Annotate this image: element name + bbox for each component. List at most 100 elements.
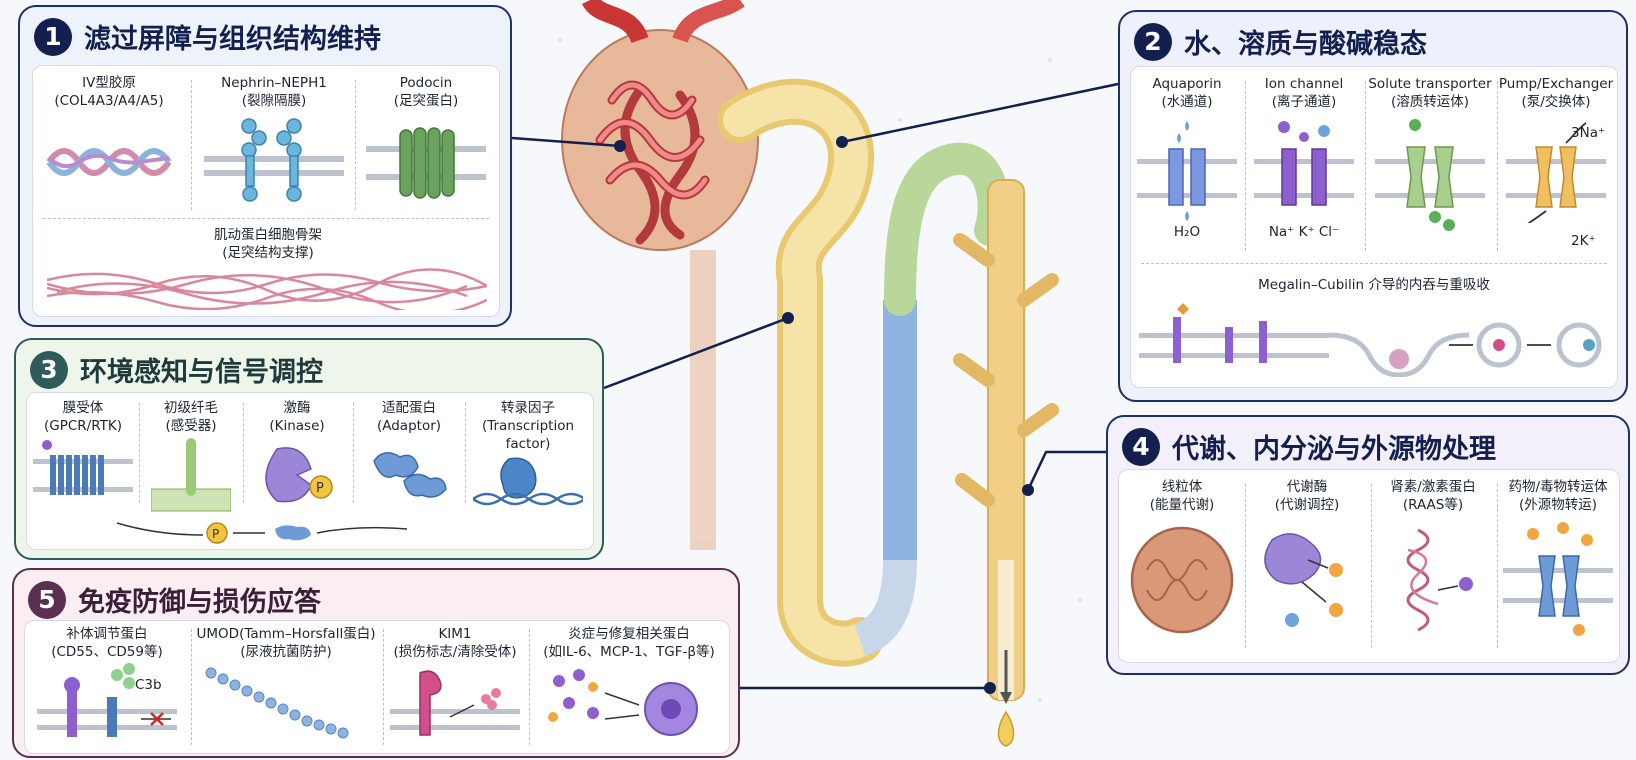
actin-sub: (足突结构支撑) — [222, 245, 314, 261]
pump-k-label: 2K⁺ — [1571, 233, 1596, 249]
gpcr-receptor-icon — [33, 440, 133, 495]
mitochondria-icon — [1130, 526, 1234, 634]
urine-drop — [997, 710, 1015, 747]
panel-5-content: 补体调节蛋白 (CD55、CD59等) C3b UMOD(Tamm–Horsfa… — [24, 620, 730, 754]
drug-transporter-sub: (外源物转运) — [1518, 497, 1598, 513]
panel-2-title: 2 水、溶质与酸碱稳态 — [1134, 22, 1427, 61]
primary-cilium-icon — [151, 438, 231, 512]
solute-transporter-item: Solute transporter (溶质转运体) — [1365, 75, 1495, 233]
primary-cilium-item: 初级纤毛 (感受器) — [141, 399, 241, 517]
podocin-protein-icon — [366, 127, 486, 199]
adaptor-name: 适配蛋白 — [382, 400, 436, 416]
panel-3-number: 3 — [30, 350, 68, 389]
primary-cilium-sub: (感受器) — [165, 418, 217, 434]
drug-transporter-name: 药物/毒物转运体 — [1508, 479, 1608, 495]
panel-1-title: 1 滤过屏障与组织结构维持 — [34, 17, 381, 56]
panel-metabolism-endocrine: 4 代谢、内分泌与外源物处理 线粒体 (能量代谢) 代谢酶 (代谢调控) 肾素/… — [1106, 415, 1630, 675]
nephrin-name: Nephrin–NEPH1 — [221, 75, 327, 91]
pump-exchanger-name: Pump/Exchanger — [1498, 76, 1614, 92]
renin-protein-icon — [1406, 528, 1473, 632]
aquaporin-name: Aquaporin — [1152, 76, 1222, 92]
panel-2-number: 2 — [1134, 22, 1172, 61]
umod-name: UMOD(Tamm–Horsfall蛋白) — [196, 626, 376, 642]
panel-4-content: 线粒体 (能量代谢) 代谢酶 (代谢调控) 肾素/激素蛋白 (RAAS等) — [1118, 469, 1620, 663]
panel-water-solute-homeostasis: 2 水、溶质与酸碱稳态 Aquaporin (水通道) H₂O Ion chan… — [1118, 10, 1628, 402]
pump-exchanger-item: Pump/Exchanger (泵/交换体) — [1497, 75, 1615, 223]
kim1-sub: (损伤标志/清除受体) — [393, 644, 517, 660]
complement-regulator-name: 补体调节蛋白 — [66, 626, 148, 642]
umod-sub: (尿液抗菌防护) — [240, 644, 332, 660]
nephrin-item: Nephrin–NEPH1 (裂隙隔膜) — [199, 74, 349, 206]
panel-5-number: 5 — [28, 580, 66, 619]
metabolic-enzyme-name: 代谢酶 — [1286, 479, 1328, 495]
connector-2 — [841, 82, 1119, 144]
nephrin-protein-icon — [204, 118, 344, 202]
inflammation-repair-sub: (如IL-6、MCP-1、TGF-β等) — [543, 644, 715, 660]
panel-3-title: 3 环境感知与信号调控 — [30, 350, 323, 389]
panel-5-title: 5 免疫防御与损伤应答 — [28, 580, 321, 619]
aquaporin-note: H₂O — [1173, 224, 1201, 240]
mitochondria-item: 线粒体 (能量代谢) — [1123, 478, 1241, 640]
umod-polymer-icon — [205, 667, 349, 739]
connector-3 — [603, 316, 789, 390]
cascade-p-label: P — [212, 527, 219, 541]
endocytosis-diagram — [1139, 303, 1602, 377]
aquaporin-item: Aquaporin (水通道) H₂O — [1133, 75, 1241, 241]
nephrin-sub: (裂隙隔膜) — [241, 93, 307, 109]
actin-item: 肌动蛋白细胞骨架 (足突结构支撑) — [183, 226, 353, 262]
ion-channel-item: Ion channel (离子通道) Na⁺ K⁺ Cl⁻ — [1247, 75, 1361, 241]
panel-1-heading: 滤过屏障与组织结构维持 — [84, 24, 381, 55]
pump-exchanger-sub: (泵/交换体) — [1521, 94, 1591, 110]
mitochondria-name: 线粒体 — [1161, 479, 1203, 495]
renin-hormone-sub: (RAAS等) — [1402, 497, 1464, 513]
loop-of-henle — [853, 300, 917, 657]
megalin-cubilin-label: Megalin–Cubilin 介导的内吞与重吸收 — [1258, 277, 1490, 293]
immune-cell-icon — [548, 669, 698, 736]
panel-3-content: 膜受体 (GPCR/RTK) 初级纤毛 (感受器) 激酶 (Kinase) — [26, 392, 594, 550]
ion-channel-icon — [1254, 121, 1354, 206]
ion-channel-name: Ion channel — [1264, 76, 1344, 92]
kim1-name: KIM1 — [438, 626, 472, 642]
metabolic-enzyme-sub: (代谢调控) — [1274, 497, 1340, 513]
mitochondria-sub: (能量代谢) — [1149, 497, 1215, 513]
transcription-factor-name: 转录因子 — [501, 400, 555, 416]
renin-hormone-item: 肾素/激素蛋白 (RAAS等) — [1373, 478, 1493, 640]
afferent-arteriole — [581, 0, 649, 44]
c3b-label: C3b — [135, 677, 162, 693]
panel-filtration-barrier: 1 滤过屏障与组织结构维持 IV型胶原 (COL4A3/A4/A5) Nephr… — [18, 5, 512, 327]
kinase-item: 激酶 (Kinase) P — [245, 399, 349, 509]
metabolic-enzyme-item: 代谢酶 (代谢调控) — [1247, 478, 1367, 640]
ion-channel-sub: (离子通道) — [1271, 94, 1337, 110]
podocin-item: Podocin (足突蛋白) — [359, 74, 493, 206]
panel-4-number: 4 — [1122, 427, 1160, 466]
panel-1-number: 1 — [34, 17, 72, 56]
solute-transporter-icon — [1375, 119, 1485, 231]
membrane-receptor-name: 膜受体 — [62, 400, 104, 416]
complement-regulator-icon — [37, 663, 177, 737]
transcription-factor-sub: (Transcription factor) — [481, 418, 575, 452]
signaling-cascade-arrows: P — [117, 522, 408, 544]
kinase-name: 激酶 — [283, 400, 311, 416]
collagen-iv-sub: (COL4A3/A4/A5) — [54, 93, 164, 109]
panel-4-title: 4 代谢、内分泌与外源物处理 — [1122, 427, 1496, 466]
actin-filament-icon — [47, 268, 487, 310]
pump-na-label: 3Na⁺ — [1571, 125, 1606, 141]
adaptor-protein-icon — [373, 452, 447, 498]
transcription-factor-dna-icon — [473, 457, 583, 506]
complement-regulator-item: 补体调节蛋白 (CD55、CD59等) — [27, 625, 187, 743]
panel-1-content: IV型胶原 (COL4A3/A4/A5) Nephrin–NEPH1 (裂隙隔膜… — [32, 65, 500, 317]
complement-regulator-sub: (CD55、CD59等) — [51, 644, 163, 660]
drug-transporter-item: 药物/毒物转运体 (外源物转运) — [1499, 478, 1617, 640]
solute-transporter-sub: (溶质转运体) — [1390, 94, 1470, 110]
aquaporin-channel-icon — [1137, 121, 1237, 221]
inflammation-repair-name: 炎症与修复相关蛋白 — [568, 626, 690, 642]
primary-cilium-name: 初级纤毛 — [164, 400, 218, 416]
collagen-iv-item: IV型胶原 (COL4A3/A4/A5) — [39, 74, 179, 192]
adaptor-item: 适配蛋白 (Adaptor) — [357, 399, 461, 501]
kinase-sub: (Kinase) — [269, 418, 325, 434]
podocin-sub: (足突蛋白) — [393, 93, 459, 109]
panel-2-content: Aquaporin (水通道) H₂O Ion channel (离子通道) N… — [1130, 66, 1618, 388]
kinase-icon: P — [265, 447, 333, 503]
panel-4-heading: 代谢、内分泌与外源物处理 — [1172, 434, 1496, 465]
efferent-arteriole — [672, 0, 745, 44]
